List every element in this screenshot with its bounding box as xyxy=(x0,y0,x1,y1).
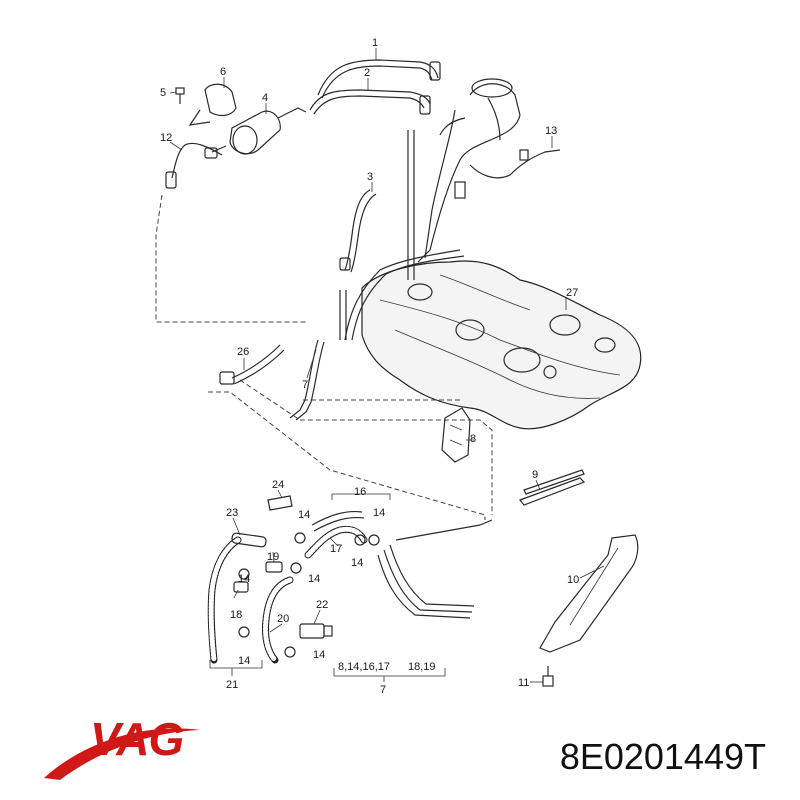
pipe-bundle-7 xyxy=(377,519,493,619)
clip-24 xyxy=(267,495,293,511)
hose-23 xyxy=(231,532,267,548)
callout-14-d: 14 xyxy=(308,573,320,585)
callout-2: 2 xyxy=(364,67,370,79)
group-label-18-19: 18,19 xyxy=(408,661,436,673)
part-number: 8E0201449T xyxy=(559,736,766,777)
hose-26 xyxy=(219,344,285,385)
callout-21: 21 xyxy=(226,679,238,691)
callout-17: 17 xyxy=(330,543,342,555)
hose-17 xyxy=(304,525,368,559)
callout-labels: 1 2 3 4 5 6 7 8 9 10 11 12 13 14 14 14 1… xyxy=(160,37,579,696)
callout-14-g: 14 xyxy=(313,649,325,661)
tank-feed-lines xyxy=(339,130,465,341)
connector-22 xyxy=(299,623,333,639)
callout-16: 16 xyxy=(354,486,366,498)
callout-22: 22 xyxy=(316,599,328,611)
hose-assembly-21 xyxy=(207,536,242,664)
callout-14-f: 14 xyxy=(238,655,250,667)
callout-7-lower: 7 xyxy=(380,684,386,696)
fitting-18 xyxy=(233,581,249,593)
clip-8 xyxy=(441,407,471,463)
callout-24: 24 xyxy=(272,479,284,491)
callout-6: 6 xyxy=(220,66,226,78)
callout-12: 12 xyxy=(160,132,172,144)
callout-13: 13 xyxy=(545,125,557,137)
vent-line-13 xyxy=(469,149,561,179)
callout-14-e: 14 xyxy=(238,573,250,585)
pipes-7-upper xyxy=(289,339,325,421)
brand-logo: VAG xyxy=(90,713,184,765)
callout-11: 11 xyxy=(518,677,529,689)
clip-9 xyxy=(519,469,586,506)
fuel-line-2 xyxy=(309,89,431,115)
callout-14-a: 14 xyxy=(298,509,310,521)
callout-7-upper: 7 xyxy=(302,379,308,391)
callout-4: 4 xyxy=(262,92,268,104)
heat-shield-10 xyxy=(539,534,639,653)
callout-23: 23 xyxy=(226,507,238,519)
callout-9: 9 xyxy=(532,469,538,481)
hose-20 xyxy=(262,576,294,664)
group-label-8-14-16-17: 8,14,16,17 xyxy=(338,661,390,673)
callout-14-c: 14 xyxy=(351,557,363,569)
callout-8: 8 xyxy=(470,433,476,445)
callout-26: 26 xyxy=(237,346,249,358)
callout-10: 10 xyxy=(567,574,579,586)
fuel-tank xyxy=(361,260,642,430)
hose-16 xyxy=(311,510,365,532)
fitting-19 xyxy=(265,561,283,573)
nut-11 xyxy=(542,666,554,687)
callout-3: 3 xyxy=(367,171,373,183)
fuel-line-3 xyxy=(339,189,377,273)
leader-lines xyxy=(169,48,605,683)
bolt xyxy=(175,87,185,104)
filter-bracket xyxy=(188,83,237,126)
callout-18: 18 xyxy=(230,609,242,621)
callout-27: 27 xyxy=(566,287,578,299)
hose-12 xyxy=(165,142,223,189)
connection-guides xyxy=(155,194,493,520)
callout-20: 20 xyxy=(277,613,289,625)
callout-14-b: 14 xyxy=(373,507,385,519)
filler-neck xyxy=(417,78,521,263)
callout-19: 19 xyxy=(267,551,279,563)
callout-1: 1 xyxy=(372,37,378,49)
fuel-line-1 xyxy=(317,59,441,99)
clamps-14 xyxy=(238,532,380,658)
callout-5: 5 xyxy=(160,87,166,99)
brand-logo-swoosh xyxy=(44,728,200,780)
